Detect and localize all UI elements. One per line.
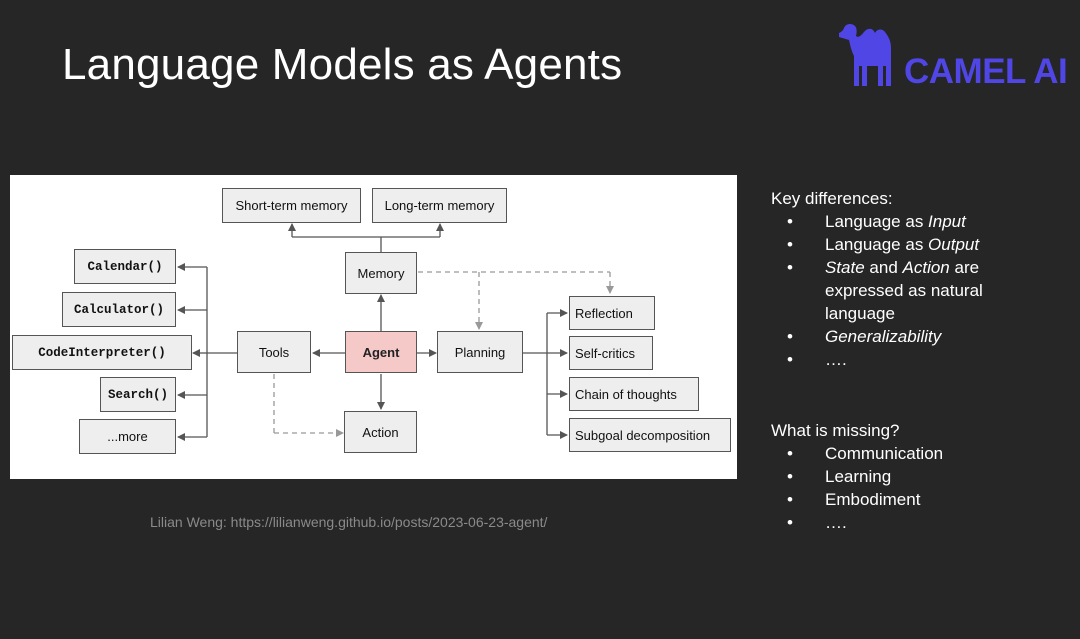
tool-item: ...more [79, 419, 176, 454]
tool-item: CodeInterpreter() [12, 335, 192, 370]
tool-item: Calculator() [62, 292, 176, 327]
camel-ai-logo: CAMEL AI [836, 22, 1076, 92]
list-item: …. [771, 348, 1025, 371]
tool-item: Search() [100, 377, 176, 412]
diagram-connectors [177, 223, 614, 441]
list-item: Language as Input [771, 210, 1025, 233]
key-differences-heading: Key differences: [771, 189, 893, 208]
source-caption: Lilian Weng: https://lilianweng.github.i… [150, 514, 548, 530]
list-item: Embodiment [771, 488, 1025, 511]
what-is-missing-list: Communication Learning Embodiment …. [771, 442, 1025, 534]
planning-item: Subgoal decomposition [569, 418, 731, 452]
list-item: Communication [771, 442, 1025, 465]
key-differences-section: Key differences: Language as Input Langu… [771, 189, 1025, 371]
logo-text: CAMEL AI [904, 52, 1068, 91]
slide-title: Language Models as Agents [62, 40, 623, 89]
camel-icon [839, 23, 891, 86]
tool-item: Calendar() [74, 249, 176, 284]
agent-node: Agent [345, 331, 417, 373]
list-item: …. [771, 511, 1025, 534]
long-term-memory-node: Long-term memory [372, 188, 507, 223]
planning-node: Planning [437, 331, 523, 373]
short-term-memory-node: Short-term memory [222, 188, 361, 223]
list-item: Language as Output [771, 233, 1025, 256]
what-is-missing-section: What is missing? Communication Learning … [771, 421, 1025, 534]
planning-item: Reflection [569, 296, 655, 330]
action-node: Action [344, 411, 417, 453]
tools-node: Tools [237, 331, 311, 373]
key-differences-list: Language as Input Language as Output Sta… [771, 210, 1025, 371]
planning-item: Self-critics [569, 336, 653, 370]
list-item: Generalizability [771, 325, 1025, 348]
memory-node: Memory [345, 252, 417, 294]
what-is-missing-heading: What is missing? [771, 421, 900, 440]
list-item: State and Action are expressed as natura… [771, 256, 1025, 325]
planning-item: Chain of thoughts [569, 377, 699, 411]
list-item: Learning [771, 465, 1025, 488]
agent-diagram: Short-term memory Long-term memory Memor… [10, 175, 737, 479]
